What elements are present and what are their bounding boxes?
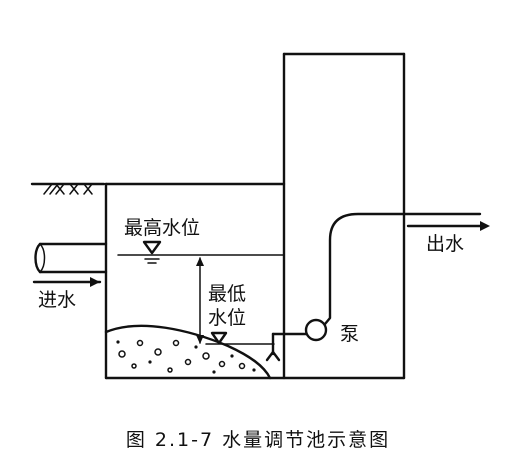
soil-hatching bbox=[43, 183, 93, 195]
max-level-label: 最高水位 bbox=[124, 217, 200, 239]
inflow-pipe bbox=[34, 242, 108, 274]
max-water-level bbox=[117, 240, 285, 264]
pump-house bbox=[282, 52, 406, 380]
outflow-label: 出水 bbox=[426, 233, 464, 255]
level-range-indicator bbox=[196, 257, 204, 344]
pump-icon bbox=[304, 318, 328, 342]
min-level-label-line1: 最低 bbox=[208, 283, 246, 305]
suction-pipe bbox=[265, 332, 308, 362]
min-water-level bbox=[205, 331, 275, 345]
discharge-pipe bbox=[323, 212, 482, 326]
outflow-arrow bbox=[406, 221, 490, 231]
figure-caption: 图 2.1-7 水量调节池示意图 bbox=[126, 429, 390, 451]
sediment bbox=[104, 324, 272, 380]
regulating-tank bbox=[104, 52, 406, 380]
ground-surface bbox=[30, 182, 106, 195]
pump bbox=[304, 318, 328, 342]
pump-label: 泵 bbox=[340, 323, 359, 345]
inflow-arrow bbox=[32, 277, 102, 287]
min-level-label-line2: 水位 bbox=[208, 307, 246, 329]
sediment-particles bbox=[116, 339, 256, 374]
inflow-label: 进水 bbox=[38, 289, 76, 311]
